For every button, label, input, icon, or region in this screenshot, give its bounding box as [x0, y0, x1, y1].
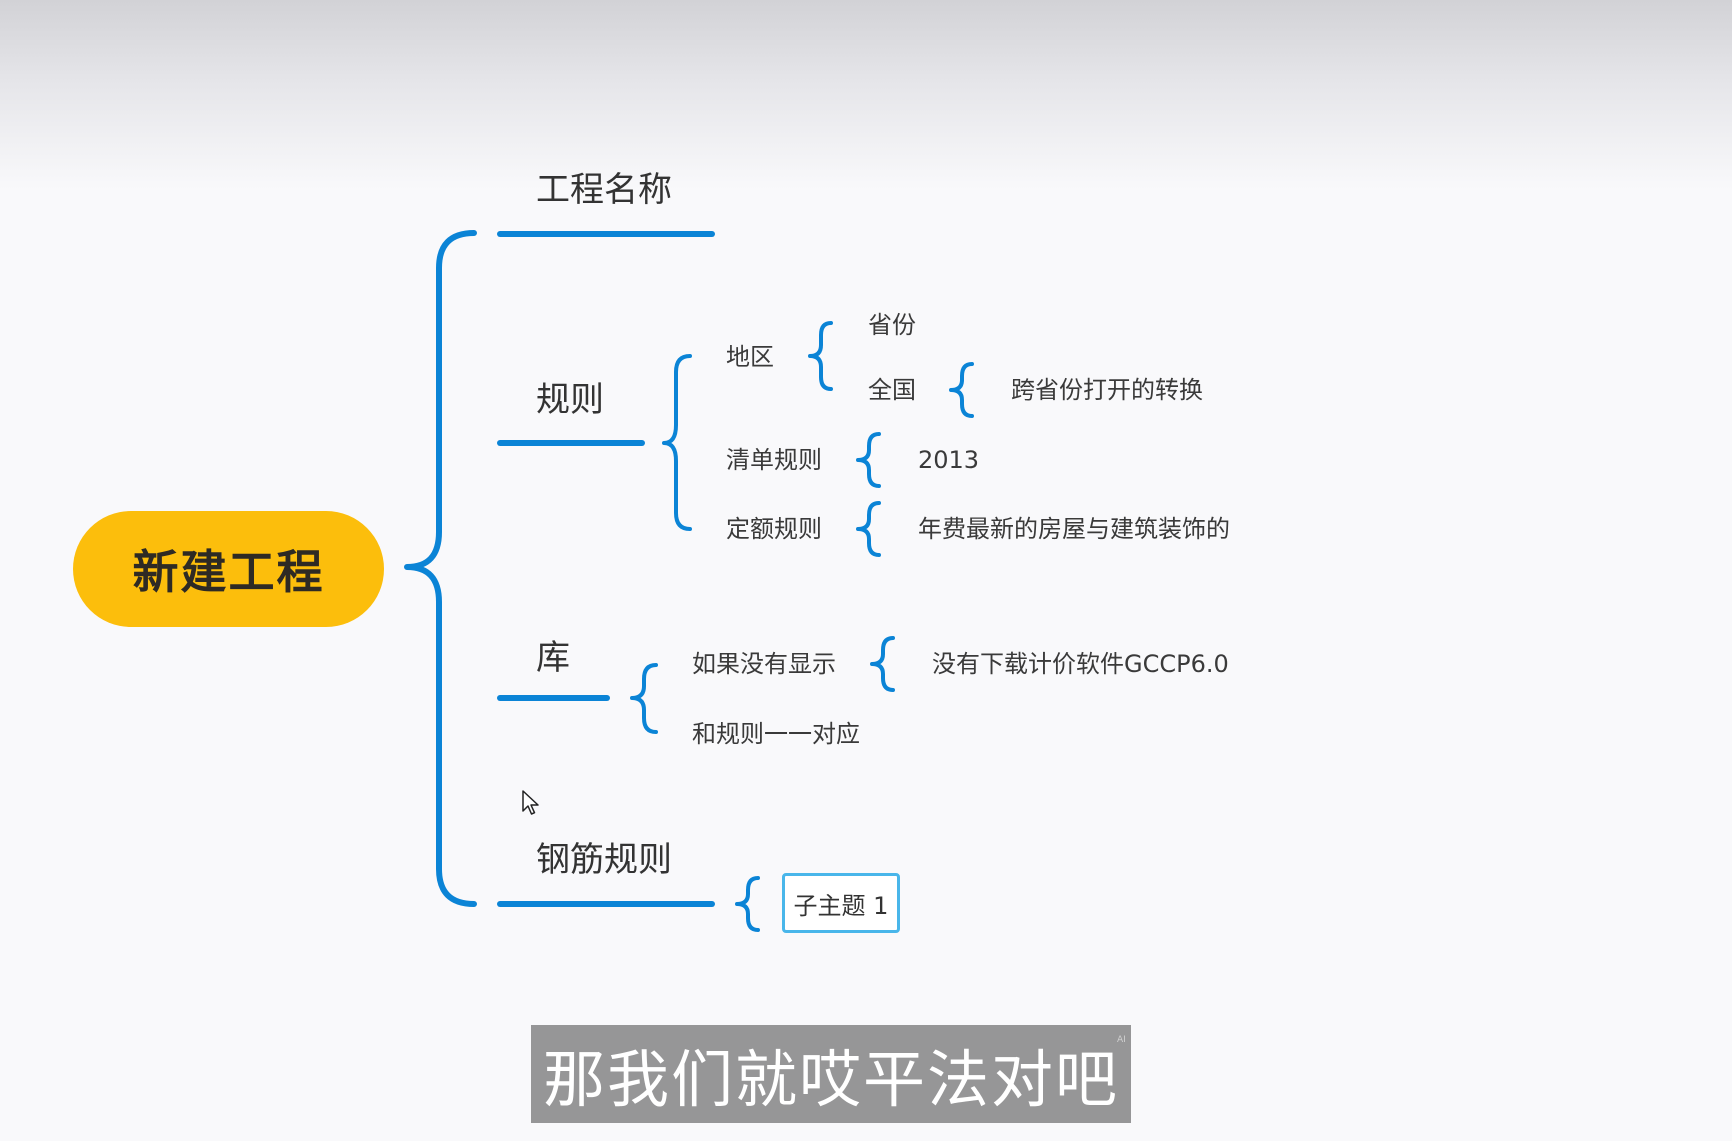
topic-rules[interactable]: 规则 [536, 380, 604, 420]
topic-province[interactable]: 省份 [868, 311, 916, 339]
topic-quota-rules-value[interactable]: 年费最新的房屋与建筑装饰的 [918, 515, 1230, 543]
top-shade [0, 0, 1732, 190]
subtitle-caption: 那我们就哎平法对吧 [531, 1025, 1131, 1123]
topic-region[interactable]: 地区 [726, 343, 774, 371]
topic-not-shown[interactable]: 如果没有显示 [692, 650, 836, 678]
root-topic[interactable]: 新建工程 [73, 511, 384, 627]
topic-bill-rules[interactable]: 清单规则 [726, 446, 822, 474]
rebar-brace [735, 876, 760, 932]
topic-rebar-rules[interactable]: 钢筋规则 [536, 840, 672, 880]
national-brace [949, 362, 974, 418]
quota-rules-brace [856, 501, 881, 557]
topic-not-shown-note[interactable]: 没有下载计价软件GCCP6.0 [932, 650, 1229, 678]
topic-bill-rules-value[interactable]: 2013 [918, 446, 980, 474]
library-brace [630, 663, 658, 734]
region-brace [808, 321, 833, 391]
topic-match-rules[interactable]: 和规则一一对应 [692, 720, 860, 748]
subtopic-1[interactable]: 子主题 1 [782, 873, 900, 933]
rules-brace [662, 354, 692, 531]
topic-national-note[interactable]: 跨省份打开的转换 [1011, 376, 1203, 404]
ai-badge: AI [1117, 1035, 1126, 1045]
bill-rules-brace [856, 432, 881, 488]
topic-quota-rules[interactable]: 定额规则 [726, 515, 822, 543]
main-brace [404, 230, 477, 907]
topic-project-name[interactable]: 工程名称 [536, 170, 672, 210]
topic-library[interactable]: 库 [536, 638, 570, 678]
not-shown-brace [870, 636, 895, 692]
mouse-pointer-icon [522, 790, 540, 822]
topic-national[interactable]: 全国 [868, 376, 916, 404]
